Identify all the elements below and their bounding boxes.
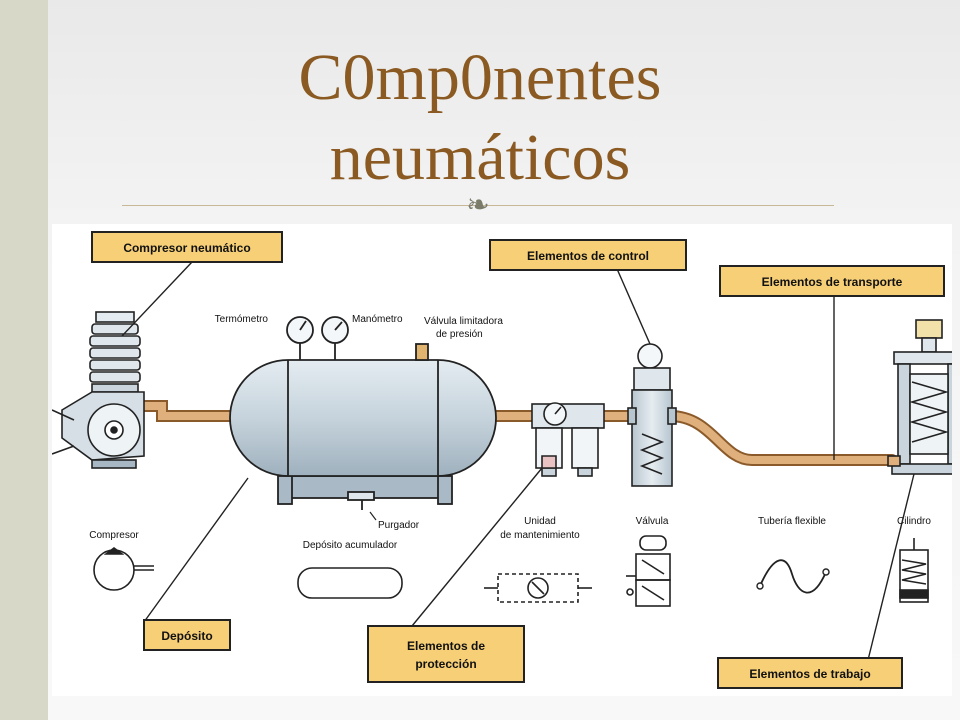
symbol-valvula: Válvula <box>626 516 671 607</box>
callout-elementos-trabajo-label: Elementos de trabajo <box>749 667 870 681</box>
left-band <box>0 0 48 720</box>
callout-elementos-transporte: Elementos de transporte <box>719 265 945 297</box>
symbol-tuberia-flexible-label: Tubería flexible <box>758 516 826 527</box>
bullet-ornament-icon: ❧ <box>466 188 490 221</box>
symbol-tuberia-flexible: Tubería flexible <box>756 516 830 594</box>
symbol-unidad-label-1: Unidad <box>524 516 556 527</box>
label-purgador: Purgador <box>378 520 420 531</box>
callout-elementos-control-label: Elementos de control <box>527 249 649 263</box>
pneumatic-diagram: Termómetro Manómetro Válvula limitadora … <box>51 224 960 696</box>
callout-elementos-control: Elementos de control <box>489 239 687 271</box>
symbol-cilindro: Cilindro <box>897 516 931 603</box>
callout-compresor-neumatico: Compresor neumático <box>91 231 283 263</box>
title-line-2: neumáticos <box>329 121 631 194</box>
callout-elementos-proteccion-line2: protección <box>415 657 476 671</box>
symbol-deposito-acumulador-label: Depósito acumulador <box>303 540 398 551</box>
callout-deposito: Depósito <box>143 619 231 651</box>
title-divider <box>122 205 834 206</box>
label-valvula-limitadora-1: Válvula limitadora <box>424 316 503 327</box>
symbol-compresor: Compresor <box>89 530 154 591</box>
page-title: C0mp0nentes neumáticos <box>150 38 810 198</box>
callout-elementos-proteccion-line1: Elementos de <box>407 639 485 653</box>
callout-elementos-proteccion: Elementos de protección <box>367 625 525 683</box>
control-valve-drawing <box>627 343 677 487</box>
callout-compresor-neumatico-label: Compresor neumático <box>123 241 250 255</box>
callout-elementos-transporte-label: Elementos de transporte <box>762 275 903 289</box>
callout-elementos-trabajo: Elementos de trabajo <box>717 657 903 689</box>
compressor-leader <box>121 261 193 337</box>
callout-deposito-label: Depósito <box>161 629 212 643</box>
cylinder-drawing <box>887 319 960 475</box>
maintenance-unit-drawing <box>531 402 605 477</box>
symbol-deposito-acumulador: Depósito acumulador <box>297 540 403 599</box>
tank-drawing <box>229 316 497 510</box>
proteccion-leader <box>411 467 543 627</box>
label-manometro: Manómetro <box>352 314 403 325</box>
deposito-leader <box>143 477 249 623</box>
trabajo-leader <box>867 473 915 661</box>
symbol-compresor-label: Compresor <box>89 530 139 541</box>
symbol-cilindro-label: Cilindro <box>897 516 931 527</box>
symbol-valvula-label: Válvula <box>636 516 669 527</box>
title-line-1: C0mp0nentes <box>298 41 662 114</box>
purgador-leader <box>369 511 377 521</box>
symbol-unidad-label-2: de mantenimiento <box>500 530 580 541</box>
label-valvula-limitadora-2: de presión <box>436 329 483 340</box>
label-termometro: Termómetro <box>215 314 269 325</box>
pneumatic-diagram-svg: Termómetro Manómetro Válvula limitadora … <box>51 231 960 689</box>
symbol-unidad-mantenimiento: Unidad de mantenimiento <box>484 516 592 603</box>
compressor-drawing <box>51 311 145 469</box>
control-leader <box>613 261 651 345</box>
